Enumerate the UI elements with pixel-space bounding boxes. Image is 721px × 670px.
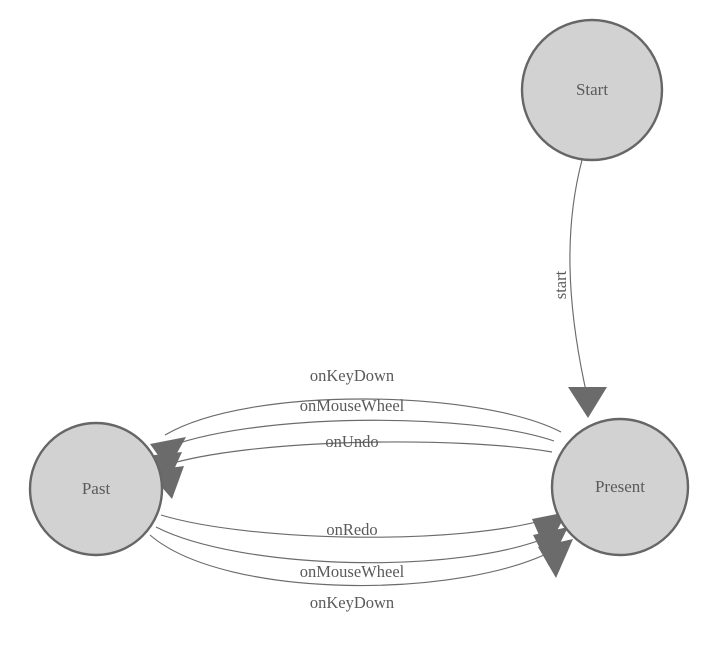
edge-path-present-to-past-onmousewheel: [159, 419, 555, 451]
edge-past-to-present-onkeydown[interactable]: [149, 534, 573, 587]
edge-path-present-to-past-onundo: [162, 441, 553, 467]
edge-label-past-to-present-onmousewheel: onMouseWheel: [300, 562, 405, 581]
node-present[interactable]: Present: [550, 417, 690, 557]
node-past[interactable]: Past: [28, 421, 164, 557]
node-shape-past[interactable]: [28, 421, 164, 557]
node-shape-present[interactable]: [550, 417, 690, 557]
node-label-present: Present: [595, 477, 645, 496]
edge-present-to-past-onkeydown[interactable]: [150, 398, 562, 469]
edge-path-past-to-present-onredo: [160, 514, 552, 538]
edge-label-present-to-past-onundo: onUndo: [325, 432, 378, 451]
edge-label-past-to-present-onredo: onRedo: [326, 520, 377, 539]
edge-start-to-present[interactable]: [568, 159, 607, 418]
edge-label-present-to-past-onkeydown: onKeyDown: [310, 366, 394, 385]
arrowhead-icon-start-to-present: [568, 387, 607, 418]
edge-path-past-to-present-onmousewheel: [155, 526, 554, 564]
edge-label-start-to-present: start: [551, 270, 570, 299]
node-label-past: Past: [82, 479, 111, 498]
edge-label-past-to-present-onkeydown: onKeyDown: [310, 593, 394, 612]
edge-present-to-past-onmousewheel[interactable]: [146, 419, 555, 485]
arrowhead-icon-past-to-present-onkeydown: [538, 539, 573, 578]
node-label-start: Start: [576, 80, 608, 99]
edge-label-layer: start onKeyDown onMouseWheel onUndo onRedo on…: [300, 270, 570, 611]
node-start[interactable]: Start: [520, 18, 664, 162]
edge-label-present-to-past-onmousewheel: onMouseWheel: [300, 396, 405, 415]
edge-path-present-to-past-onkeydown: [164, 398, 562, 436]
arrowhead-icon-present-to-past-onkeydown: [150, 437, 186, 469]
edge-path-past-to-present-onkeydown: [149, 534, 559, 587]
edge-path-start-to-present: [569, 159, 589, 401]
node-shape-start[interactable]: [520, 18, 664, 162]
